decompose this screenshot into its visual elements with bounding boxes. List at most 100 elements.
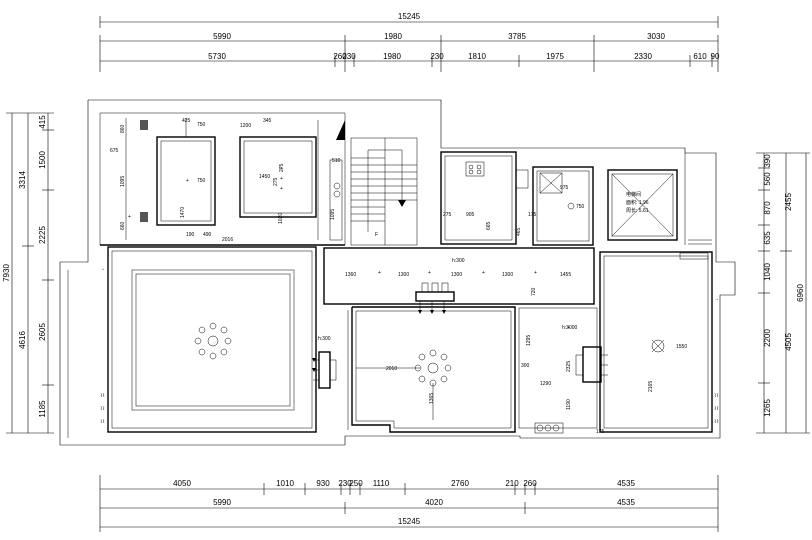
right-dim-2: 4505 xyxy=(784,333,793,351)
svg-text:+: + xyxy=(482,270,485,276)
vent-icon xyxy=(140,120,148,130)
top-dim-4: 3030 xyxy=(647,32,665,41)
svg-text:⌇⌇: ⌇⌇ xyxy=(714,419,719,425)
stove-icon xyxy=(465,161,485,177)
bottom-dim-6: 1110 xyxy=(373,479,390,488)
tv-cabinet-icon xyxy=(318,351,331,389)
living-room-middle: 2010 1365 xyxy=(347,306,516,433)
bedroom-right: 1550 2165 ⌇⌇ ⌇⌇ ⌇⌇ → xyxy=(599,251,719,433)
svg-text:1550: 1550 xyxy=(676,344,687,350)
top-dim-3: 3785 xyxy=(508,32,526,41)
bottom-dim-12: 4020 xyxy=(425,498,443,507)
svg-text:1300: 1300 xyxy=(502,272,513,278)
svg-text:750: 750 xyxy=(576,204,585,210)
svg-text:+: + xyxy=(428,270,431,276)
svg-text:⌇⌇: ⌇⌇ xyxy=(100,406,105,412)
left-dim-6: 2605 xyxy=(38,323,47,341)
svg-text:1360: 1360 xyxy=(345,272,356,278)
top-dim-6: 260 xyxy=(333,52,347,61)
bottom-dim-7: 2760 xyxy=(451,479,469,488)
right-dim-6: 635 xyxy=(763,231,772,245)
right-dim-3: 390 xyxy=(763,154,772,168)
toilet-icon xyxy=(539,172,563,194)
svg-text:+: + xyxy=(534,270,537,276)
svg-text:345: 345 xyxy=(263,118,272,124)
bottom-dim-9: 260 xyxy=(523,479,537,488)
chandelier-icon xyxy=(414,349,452,387)
bathroom-left: 860 675 1095 660 + xyxy=(110,118,148,240)
svg-text:→: → xyxy=(100,266,105,272)
right-dim-1: 2455 xyxy=(784,193,793,211)
svg-text:+: + xyxy=(280,186,283,192)
left-dim-5: 2225 xyxy=(38,226,47,244)
top-dim-11: 1975 xyxy=(546,52,564,61)
corridor: h:300 1360 + 1300 + 1300 + 1300 + 1455 7… xyxy=(323,247,595,314)
top-dimensions: 15245 5990 1980 3785 3030 5730 260 230 1… xyxy=(99,12,720,72)
svg-text:+: + xyxy=(186,178,189,184)
svg-text:+: + xyxy=(378,270,381,276)
top-dim-2: 1980 xyxy=(384,32,402,41)
column-area: 510 1095 xyxy=(329,158,343,241)
top-dim-1: 5990 xyxy=(213,32,231,41)
elevator-room: 电梯间 面积: 1.96 周长: 5.61 xyxy=(607,153,712,245)
top-dim-13: 610 xyxy=(693,52,707,61)
svg-text:750: 750 xyxy=(197,122,206,128)
left-dim-1: 3314 xyxy=(18,171,27,189)
kitchen: 275 905 665 465 175 xyxy=(440,151,537,245)
svg-text:1290: 1290 xyxy=(540,381,551,387)
svg-text:1455: 1455 xyxy=(560,272,571,278)
bottom-dim-10: 4535 xyxy=(617,479,635,488)
bottom-dim-2: 1010 xyxy=(276,479,294,488)
corner-marker xyxy=(336,120,345,140)
svg-text:975: 975 xyxy=(560,185,569,191)
svg-text:1095: 1095 xyxy=(120,176,126,187)
svg-text:1095: 1095 xyxy=(330,209,336,220)
svg-text:675: 675 xyxy=(110,148,119,154)
living-room-left: → ⌇⌇ ⌇⌇ ⌇⌇ h:300 xyxy=(100,246,337,433)
elevator-area: 面积: 1.96 xyxy=(626,199,649,206)
right-dim-5: 870 xyxy=(763,201,772,215)
svg-text:⌇⌇: ⌇⌇ xyxy=(714,393,719,399)
svg-text:1470: 1470 xyxy=(180,207,186,218)
svg-text:860: 860 xyxy=(120,124,126,133)
right-dim-8: 2200 xyxy=(763,329,772,347)
room-a: 425 750 + 750 1470 190 490 xyxy=(156,118,216,238)
top-dim-10: 1810 xyxy=(468,52,486,61)
top-total: 15245 xyxy=(398,12,421,21)
svg-text:h:3000: h:3000 xyxy=(562,325,578,331)
svg-text:1365: 1365 xyxy=(429,393,435,404)
bottom-dim-5: 250 xyxy=(349,479,363,488)
bottom-dim-11: 5990 xyxy=(213,498,231,507)
bathroom-right: 975 750 xyxy=(532,166,594,246)
svg-text:190: 190 xyxy=(186,232,195,238)
right-dim-9: 1265 xyxy=(763,399,772,417)
svg-text:275: 275 xyxy=(443,212,452,218)
top-dim-12: 2330 xyxy=(634,52,652,61)
arrow-down-icon xyxy=(398,200,406,207)
right-dimensions: 6960 2455 4505 390 560 870 635 1040 2200… xyxy=(756,152,810,434)
elevator-title: 电梯间 xyxy=(626,191,641,198)
svg-text:+: + xyxy=(567,325,570,331)
svg-text:905: 905 xyxy=(466,212,475,218)
chandelier-icon xyxy=(194,322,232,360)
left-dim-2: 4616 xyxy=(18,331,27,349)
svg-text:2325: 2325 xyxy=(566,361,572,372)
svg-text:h:300: h:300 xyxy=(452,258,465,264)
svg-text:⌇⌇: ⌇⌇ xyxy=(100,393,105,399)
svg-text:→: → xyxy=(714,296,719,302)
svg-text:+: + xyxy=(128,214,131,220)
bottom-dim-1: 4050 xyxy=(173,479,191,488)
bottom-dim-4: 230 xyxy=(338,479,352,488)
svg-text:490: 490 xyxy=(203,232,212,238)
svg-text:510: 510 xyxy=(332,158,341,164)
left-dim-4: 1500 xyxy=(38,151,47,169)
svg-text:2165: 2165 xyxy=(648,381,654,392)
bottom-total: 15245 xyxy=(398,517,421,526)
dining-area: h:3000 + 1295 300 1290 2325 1190 175 xyxy=(518,307,608,435)
svg-text:F: F xyxy=(375,232,378,238)
top-dim-9: 230 xyxy=(430,52,444,61)
bottom-dimensions: 4050 1010 930 230 250 1110 2760 210 260 … xyxy=(99,475,719,532)
svg-text:1020: 1020 xyxy=(278,213,284,224)
left-total: 7930 xyxy=(2,264,11,282)
svg-text:1295: 1295 xyxy=(526,335,532,346)
